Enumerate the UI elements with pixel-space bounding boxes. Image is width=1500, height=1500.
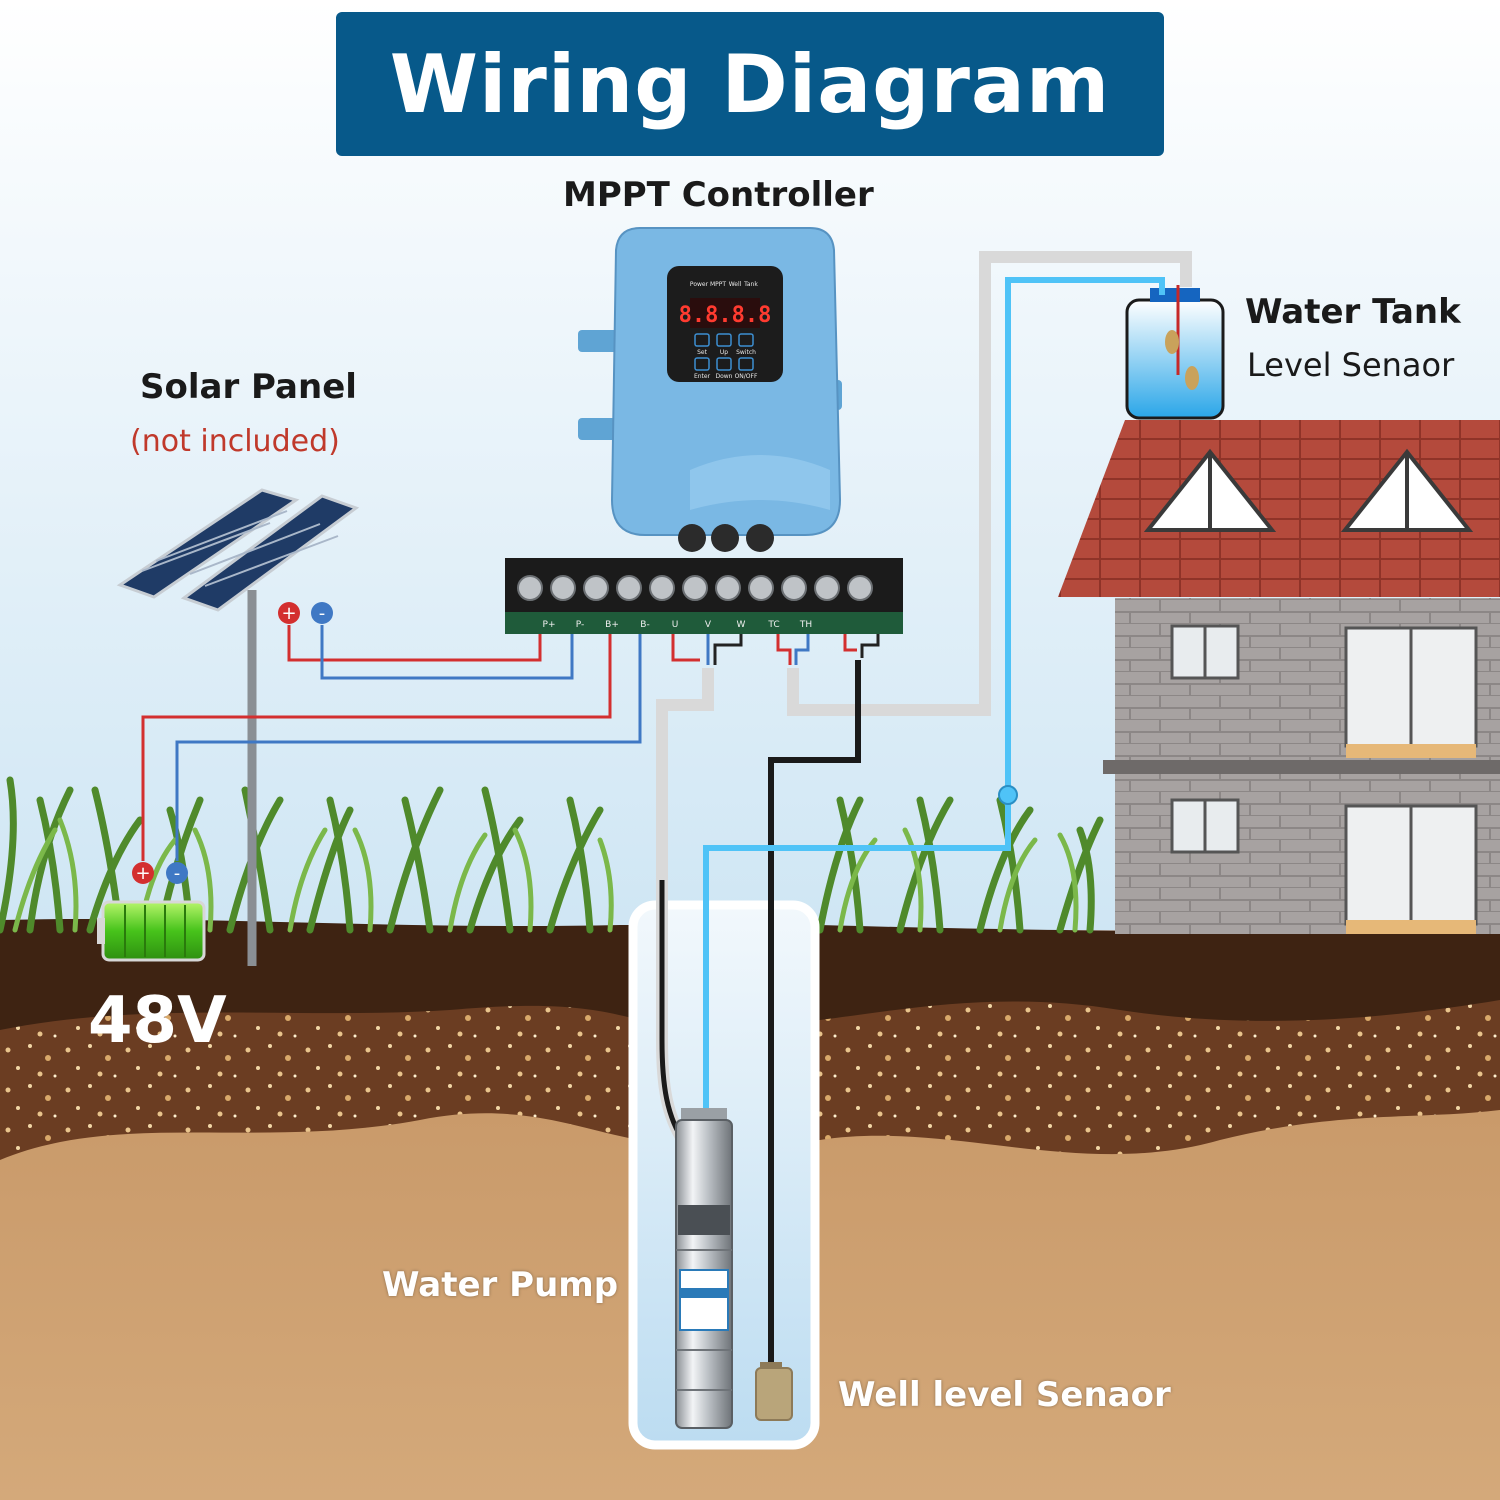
- wire-motor-u: [671, 625, 700, 662]
- wire-tank-sensor-a: [776, 625, 792, 665]
- wire-motor-w: [713, 625, 743, 665]
- well-sensor-float: [755, 1362, 793, 1421]
- controller-display: [690, 298, 760, 328]
- wire-well-sensor-b: [860, 625, 880, 658]
- pump-label: Water Pump: [382, 1265, 619, 1305]
- wire-battery-negative: [175, 625, 642, 861]
- wire-battery-positive: [141, 625, 612, 861]
- svg-text:+: +: [135, 863, 150, 884]
- water-tank-label: Water Tank: [1245, 292, 1461, 332]
- solar-panel-label: Solar Panel: [140, 367, 357, 407]
- svg-text:+: +: [281, 603, 296, 624]
- terminal-label-b-plus: B+: [605, 620, 619, 630]
- solar-panel: [116, 488, 360, 966]
- controller-label: MPPT Controller: [563, 175, 874, 215]
- cable-tank-sensor: [787, 251, 1192, 716]
- terminal-label-b-minus: B-: [640, 620, 649, 630]
- terminal-label-u: U: [672, 620, 679, 630]
- battery-negative-marker: -: [166, 862, 188, 884]
- wire-solar-positive: [287, 625, 542, 662]
- house-floor-band: [1103, 760, 1500, 774]
- svg-text:-: -: [319, 603, 326, 624]
- title-banner: Wiring Diagram: [336, 12, 1164, 156]
- terminal-label-th: TH: [799, 620, 812, 630]
- terminal-label-v: V: [705, 620, 712, 630]
- terminal-label-p-minus: P-: [576, 620, 584, 630]
- terminal-screw: [847, 575, 873, 601]
- house: [1058, 420, 1500, 934]
- water-tank: [1125, 285, 1225, 420]
- terminal-screw: [748, 575, 774, 601]
- terminal-screw: [781, 575, 807, 601]
- tank-sensor-label: Level Senaor: [1247, 346, 1455, 384]
- controller-display-value: 8.8.8.8: [679, 303, 772, 328]
- controller-keypad: [694, 333, 754, 371]
- button-enter: Enter: [694, 373, 711, 380]
- pipe-valve: [998, 785, 1018, 805]
- terminal-label-w: W: [737, 620, 746, 630]
- terminal-screw: [682, 575, 708, 601]
- terminal-screw: [814, 575, 840, 601]
- house-roof: [1058, 420, 1500, 597]
- battery-positive-marker: +: [132, 862, 154, 884]
- terminal-screw: [550, 575, 576, 601]
- button-down: Down: [715, 373, 732, 380]
- battery: [97, 900, 206, 962]
- button-on-off: ON/OFF: [735, 373, 758, 380]
- tank-float-2: [1185, 366, 1199, 390]
- solar-negative-marker: -: [311, 602, 333, 624]
- water-pipe: [703, 277, 1165, 1112]
- wire-solar-negative: [320, 625, 574, 680]
- indicator-tank: Tank: [743, 281, 758, 288]
- terminal-screw: [616, 575, 642, 601]
- mppt-controller: 8.8.8.8 Power MPPT Well Tank Set Up Swit…: [578, 227, 842, 552]
- terminal-block: P+ P- B+ B- U V W TC TH: [505, 558, 903, 634]
- water-pump: [675, 1108, 733, 1429]
- wire-tank-sensor-b: [794, 625, 810, 665]
- terminal-label-tc: TC: [767, 620, 779, 630]
- well-sensor-label: Well level Senaor: [838, 1375, 1171, 1415]
- solar-panel-note: (not included): [130, 424, 340, 459]
- battery-voltage-label: 48V: [88, 984, 227, 1058]
- tank-float-1: [1165, 330, 1179, 354]
- indicator-mppt: MPPT: [710, 281, 726, 288]
- button-up: Up: [720, 349, 728, 356]
- page-title: Wiring Diagram: [389, 37, 1111, 131]
- svg-text:-: -: [174, 863, 181, 884]
- grass: [0, 776, 1104, 934]
- wires: [141, 625, 880, 861]
- button-switch: Switch: [736, 349, 756, 356]
- indicator-power: Power: [690, 281, 709, 288]
- button-set: Set: [697, 349, 708, 356]
- indicator-well: Well: [729, 281, 742, 288]
- cable-well-sensor: [768, 660, 861, 1365]
- terminal-screw: [583, 575, 609, 601]
- terminal-screw: [517, 575, 543, 601]
- solar-positive-marker: +: [278, 602, 300, 624]
- terminal-label-p-plus: P+: [543, 620, 556, 630]
- terminal-screw: [715, 575, 741, 601]
- terminal-screw: [649, 575, 675, 601]
